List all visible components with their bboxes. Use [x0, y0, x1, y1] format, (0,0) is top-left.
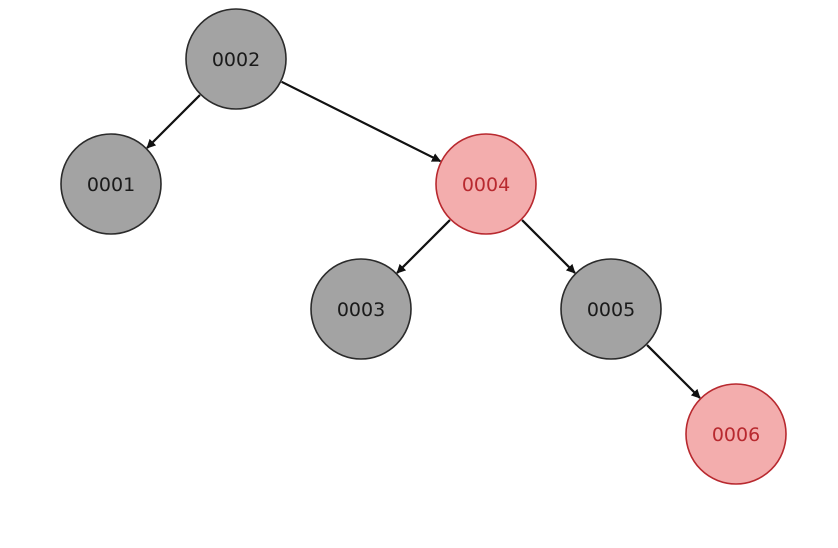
red-node-circle	[435, 133, 537, 235]
tree-node-0001: 0001	[60, 133, 162, 235]
node-label: 0003	[337, 299, 385, 321]
tree-node-0005: 0005	[560, 258, 662, 360]
black-node-circle	[185, 8, 287, 110]
red-node-circle	[685, 383, 787, 485]
edge-n2-to-n1-arrow	[146, 94, 201, 149]
edge-n5-to-n6-arrow	[646, 344, 701, 399]
tree-node-0003: 0003	[310, 258, 412, 360]
node-label: 0004	[462, 174, 510, 196]
node-layer: 0002 0001 0004 0003 0005 0006	[60, 8, 787, 485]
tree-node-0006: 0006	[685, 383, 787, 485]
edge-layer	[146, 80, 701, 399]
node-label: 0006	[712, 424, 760, 446]
tree-node-0002: 0002	[185, 8, 287, 110]
node-label: 0002	[212, 49, 260, 71]
black-node-circle	[560, 258, 662, 360]
edge-n4-to-n3-arrow	[396, 219, 451, 274]
edge-n2-to-n4-arrow	[281, 80, 442, 163]
black-node-circle	[310, 258, 412, 360]
node-label: 0005	[587, 299, 635, 321]
edge-n4-to-n5-arrow	[521, 219, 576, 274]
node-label: 0001	[87, 174, 135, 196]
black-node-circle	[60, 133, 162, 235]
tree-node-0004: 0004	[435, 133, 537, 235]
